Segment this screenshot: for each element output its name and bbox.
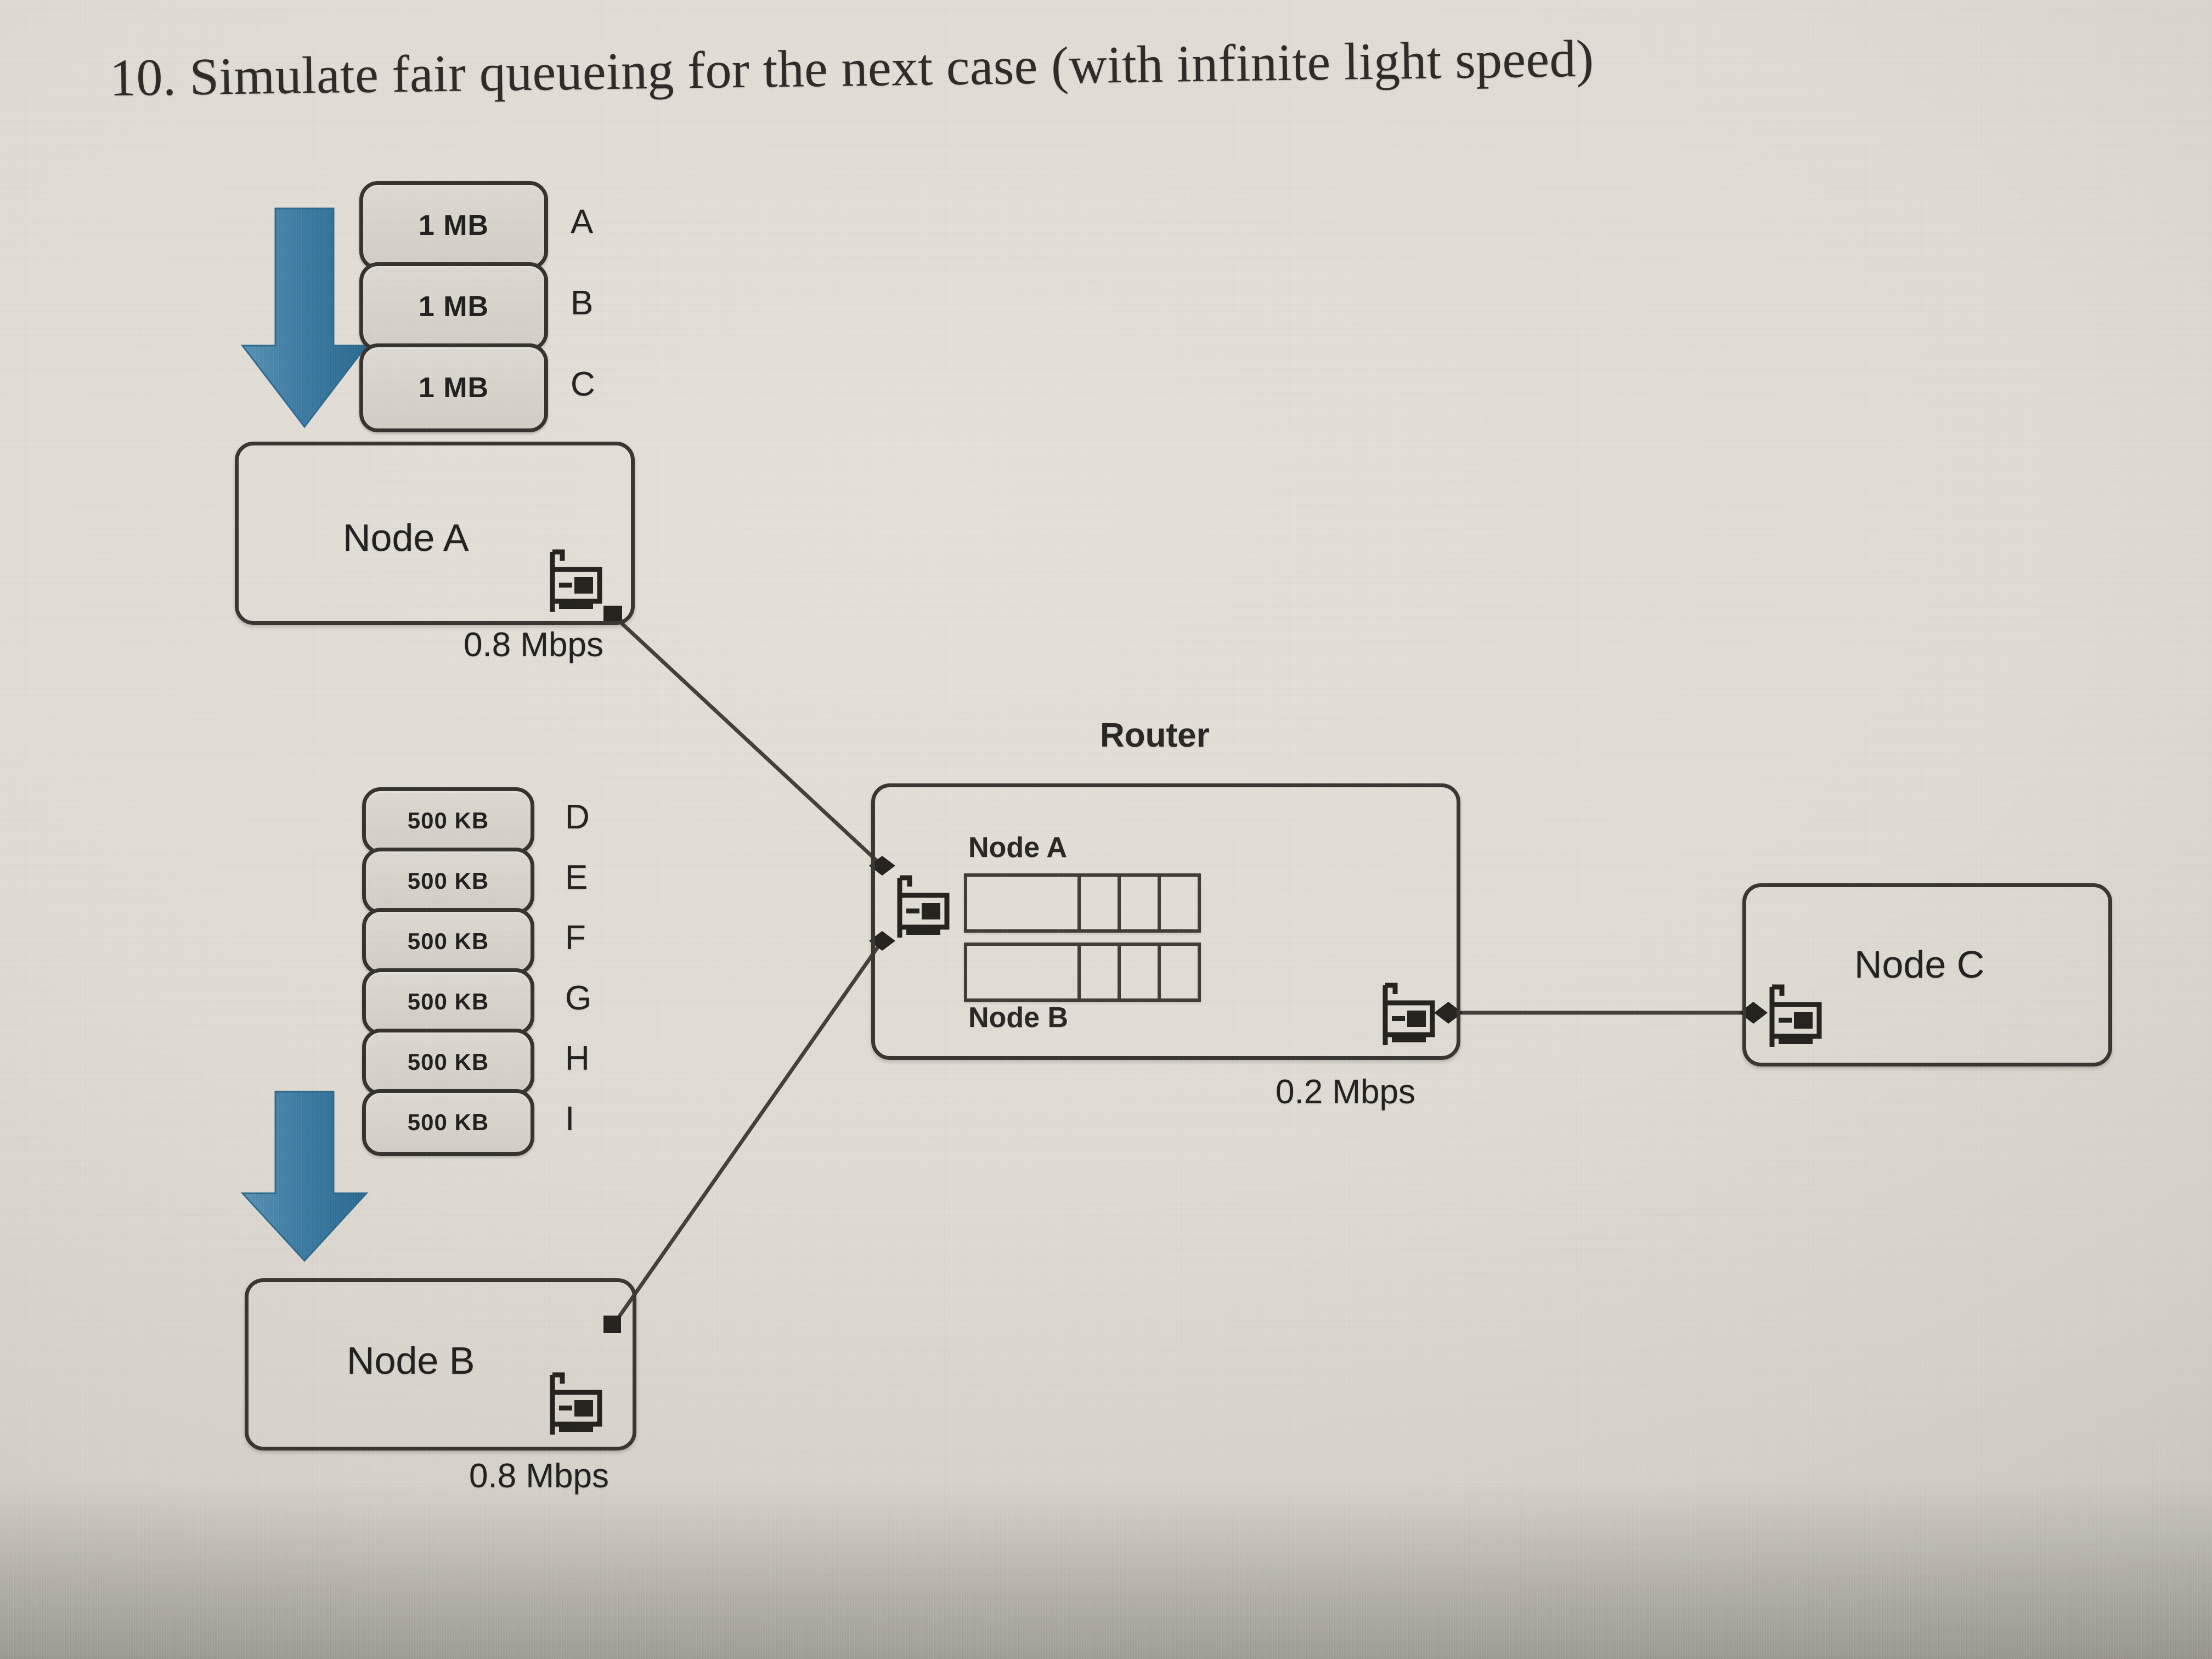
packet-size: 500 KB — [407, 808, 489, 833]
packet-id: H — [565, 1039, 590, 1077]
node-a-network-interface-icon — [550, 549, 602, 612]
packet-size: 500 KB — [407, 868, 489, 894]
packet-chip: 500 KB — [362, 908, 534, 975]
packet-id-label: A — [571, 181, 658, 262]
packet-id-label: I — [565, 1089, 647, 1148]
packet-id-label: H — [565, 1029, 647, 1088]
router-queue-node-b — [964, 943, 1201, 1002]
node-a-rate-label: 0.8 Mbps — [464, 626, 604, 664]
packet-size: 500 KB — [407, 989, 489, 1014]
router-box — [871, 783, 1460, 1060]
link-node-b-to-router — [612, 939, 884, 1327]
page-title: 10. Simulate fair queueing for the next … — [109, 29, 1594, 107]
packet-id-label: C — [571, 343, 658, 425]
packet-chip: 1 MB — [359, 262, 548, 351]
router-queue-a-label: Node A — [968, 832, 1068, 864]
packet-chip: 1 MB — [359, 343, 548, 432]
packet-size: 500 KB — [407, 1109, 489, 1135]
packet-size: 1 MB — [418, 372, 489, 404]
node-b-box — [245, 1278, 636, 1451]
bottom-vignette — [0, 1481, 2212, 1659]
packet-id-label: E — [565, 848, 647, 907]
node-a-down-arrow-icon — [240, 207, 369, 428]
link-node-a-to-router — [612, 614, 884, 867]
queue-cell — [1081, 946, 1121, 998]
packet-chip: 500 KB — [362, 968, 534, 1035]
router-out-rate-label: 0.2 Mbps — [1276, 1073, 1416, 1111]
router-in-network-interface-icon — [897, 875, 950, 938]
queue-cell — [1161, 946, 1198, 998]
packet-chip: 500 KB — [362, 1029, 534, 1096]
node-b-label: Node B — [347, 1339, 475, 1382]
packet-id-label: G — [565, 968, 647, 1028]
packet-id-label: F — [565, 908, 647, 967]
node-a-box — [235, 442, 635, 625]
packet-size: 500 KB — [407, 1049, 489, 1075]
router-queue-node-a — [964, 873, 1201, 933]
packet-id-label: D — [565, 787, 647, 847]
packet-size: 1 MB — [418, 291, 489, 323]
node-b-down-arrow-icon — [240, 1091, 369, 1262]
packet-chip: 500 KB — [362, 787, 534, 854]
queue-cell — [1161, 877, 1198, 929]
node-b-rate-label: 0.8 Mbps — [469, 1457, 610, 1495]
packet-chip: 500 KB — [362, 1089, 534, 1156]
queue-cell — [967, 877, 1081, 929]
packet-id-label: B — [571, 262, 658, 343]
node-b-network-interface-icon — [550, 1372, 602, 1435]
queue-cell — [967, 946, 1081, 998]
router-out-network-interface-icon — [1383, 983, 1435, 1045]
queue-cell — [1121, 877, 1161, 929]
packet-id: C — [571, 365, 595, 403]
packet-id: D — [565, 798, 590, 836]
packet-id: I — [565, 1099, 575, 1138]
packet-id: F — [565, 918, 586, 957]
queue-cell — [1081, 877, 1121, 929]
router-queue-b-label: Node B — [968, 1002, 1068, 1034]
packet-id: A — [571, 202, 594, 241]
packet-chip: 500 KB — [362, 848, 534, 915]
node-c-label: Node C — [1854, 943, 1985, 986]
queue-cell — [1121, 946, 1161, 998]
packet-id: E — [565, 858, 588, 896]
packet-size: 1 MB — [418, 210, 489, 241]
router-label: Router — [1100, 716, 1210, 754]
node-a-label: Node A — [343, 516, 469, 559]
node-c-box — [1742, 883, 2112, 1066]
packet-size: 500 KB — [407, 928, 489, 954]
packet-chip: 1 MB — [359, 181, 548, 270]
packet-id: B — [571, 284, 594, 322]
packet-id: G — [565, 979, 592, 1017]
node-c-network-interface-icon — [1769, 984, 1822, 1047]
